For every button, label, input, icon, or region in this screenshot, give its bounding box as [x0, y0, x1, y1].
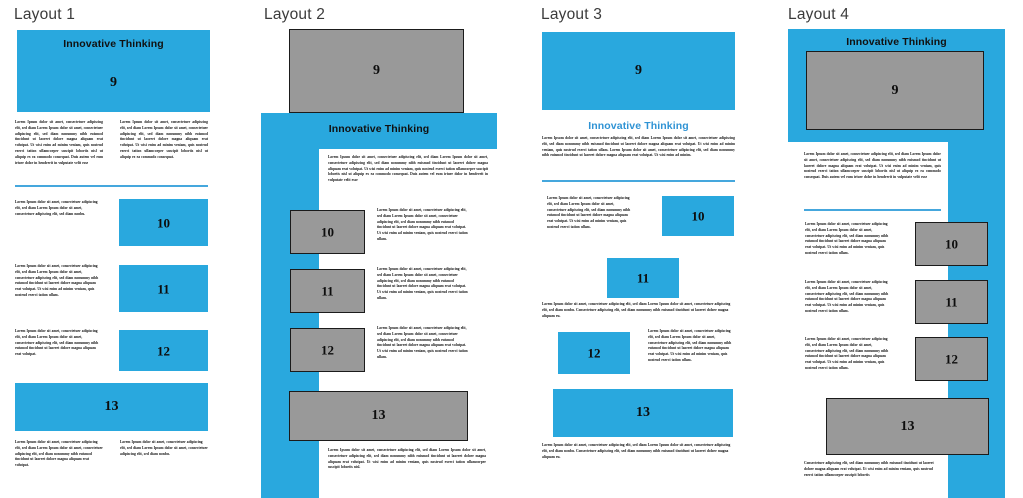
l1-row-box-10[interactable]: 10: [119, 199, 208, 246]
layout-4-title: Layout 4: [788, 6, 850, 23]
l1-intro-col-left: Lorem Ipsum dolor sit amet, consectetuer…: [15, 120, 103, 165]
l3-box-10[interactable]: 10: [662, 196, 734, 236]
layout-2-title: Layout 2: [264, 6, 326, 23]
l2-row-box-11[interactable]: 11: [290, 269, 365, 313]
l4-row-text-10: Lorem Ipsum dolor sit amet, consectetuer…: [805, 222, 889, 256]
l2-row-text-10: Lorem Ipsum dolor sit amet, consectetuer…: [377, 208, 468, 242]
l1-hero-banner[interactable]: Innovative Thinking 9: [17, 30, 210, 112]
l2-hero-number: 9: [373, 63, 380, 78]
layout-1-title: Layout 1: [14, 6, 76, 23]
l4-row-number-12: 12: [945, 351, 958, 367]
l4-banner-heading: Innovative Thinking: [846, 36, 947, 48]
l4-row-text-11: Lorem Ipsum dolor sit amet, consectetuer…: [805, 280, 889, 314]
l4-intro-text: Lorem Ipsum dolor sit amet, consectetuer…: [804, 152, 941, 180]
l2-row-number-10: 10: [321, 224, 334, 240]
l2-wide-number-13: 13: [371, 408, 386, 423]
l4-wide-box-13[interactable]: 13: [826, 398, 989, 455]
l3-number-11: 11: [636, 270, 650, 286]
l4-row-number-10: 10: [945, 236, 958, 252]
l3-text-10: Lorem Ipsum dolor sit amet, consectetuer…: [547, 196, 631, 230]
l4-hero-number: 9: [891, 82, 899, 98]
l2-row-number-12: 12: [321, 342, 334, 358]
l3-number-10: 10: [691, 208, 705, 224]
l2-row-box-12[interactable]: 12: [290, 328, 365, 372]
l3-caption-13: Lorem Ipsum dolor sit amet, consectetuer…: [542, 443, 731, 459]
l3-intro-text: Lorem Ipsum dolor sit amet, consectetuer…: [542, 136, 735, 158]
l1-wide-number-13: 13: [104, 399, 119, 414]
l1-intro-col-right: Lorem Ipsum dolor sit amet, consectetuer…: [120, 120, 208, 159]
l3-caption-11: Lorem Ipsum dolor sit amet, consectetuer…: [542, 302, 731, 318]
l1-row-number-11: 11: [157, 281, 170, 296]
l1-divider-1: [15, 185, 208, 187]
l2-intro-text: Lorem Ipsum dolor sit amet, consectetuer…: [328, 155, 488, 183]
l1-wide-box-13[interactable]: 13: [15, 383, 208, 431]
l2-wide-box-13[interactable]: 13: [289, 391, 468, 441]
l1-outro-col-right: Lorem Ipsum dolor sit amet, consectetuer…: [120, 440, 208, 456]
layout-2-panel: Layout 2 Innovative Thinking 9 Lorem Ips…: [256, 0, 530, 498]
l3-text-12: Lorem Ipsum dolor sit amet, consectetuer…: [648, 329, 732, 363]
layout-3-title: Layout 3: [541, 6, 603, 23]
l3-hero-box-9[interactable]: 9: [542, 32, 735, 110]
l4-row-text-12: Lorem Ipsum dolor sit amet, consectetuer…: [805, 337, 889, 371]
l2-outro-text: Lorem Ipsum dolor sit amet, consectetuer…: [328, 448, 486, 470]
l3-box-13[interactable]: 13: [553, 389, 733, 437]
l3-number-12: 12: [587, 345, 601, 361]
l1-row-number-12: 12: [157, 343, 170, 358]
l3-number-13: 13: [636, 405, 650, 420]
l3-box-11[interactable]: 11: [607, 258, 679, 298]
l4-row-box-10[interactable]: 10: [915, 222, 988, 266]
l1-row-box-11[interactable]: 11: [119, 265, 208, 312]
l3-hero-number: 9: [635, 63, 642, 78]
l4-row-number-11: 11: [945, 294, 958, 310]
l4-row-box-12[interactable]: 12: [915, 337, 988, 381]
l4-row-box-11[interactable]: 11: [915, 280, 988, 324]
l1-row-text-10: Lorem Ipsum dolor sit amet, consectetuer…: [15, 200, 98, 216]
l2-hero-box-9[interactable]: 9: [289, 29, 464, 113]
l2-row-text-12: Lorem Ipsum dolor sit amet, consectetuer…: [377, 326, 468, 360]
l2-row-text-11: Lorem Ipsum dolor sit amet, consectetuer…: [377, 267, 468, 301]
l4-hero-box-9[interactable]: 9: [806, 51, 984, 130]
l1-banner-heading: Innovative Thinking: [63, 38, 164, 50]
l2-row-number-11: 11: [321, 283, 334, 299]
l2-row-box-10[interactable]: 10: [290, 210, 365, 254]
l1-outro-col-left: Lorem Ipsum dolor sit amet, consectetuer…: [15, 440, 103, 468]
l4-wide-number-13: 13: [900, 418, 915, 434]
l3-box-12[interactable]: 12: [558, 332, 630, 374]
l1-row-number-10: 10: [157, 215, 170, 230]
l1-hero-number: 9: [110, 75, 117, 90]
l1-row-text-11: Lorem Ipsum dolor sit amet, consectetuer…: [15, 264, 99, 298]
l4-outro-text: Consectetuer adipiscing elit, sed diam n…: [804, 461, 934, 477]
layout-3-panel: Layout 3 9 Innovative Thinking Lorem Ips…: [530, 0, 780, 498]
l2-blue-banner: [261, 113, 497, 149]
layout-1-panel: Layout 1 Innovative Thinking 9 Lorem Ips…: [0, 0, 256, 498]
layout-4-panel: Layout 4 Innovative Thinking 9 Lorem Ips…: [780, 0, 1023, 498]
l2-banner-heading: Innovative Thinking: [328, 123, 430, 135]
l1-row-box-12[interactable]: 12: [119, 330, 208, 371]
l1-row-text-12: Lorem Ipsum dolor sit amet, consectetuer…: [15, 329, 99, 357]
l3-divider-1: [542, 180, 735, 182]
l4-divider-1: [804, 209, 941, 211]
l3-heading: Innovative Thinking: [588, 120, 689, 132]
